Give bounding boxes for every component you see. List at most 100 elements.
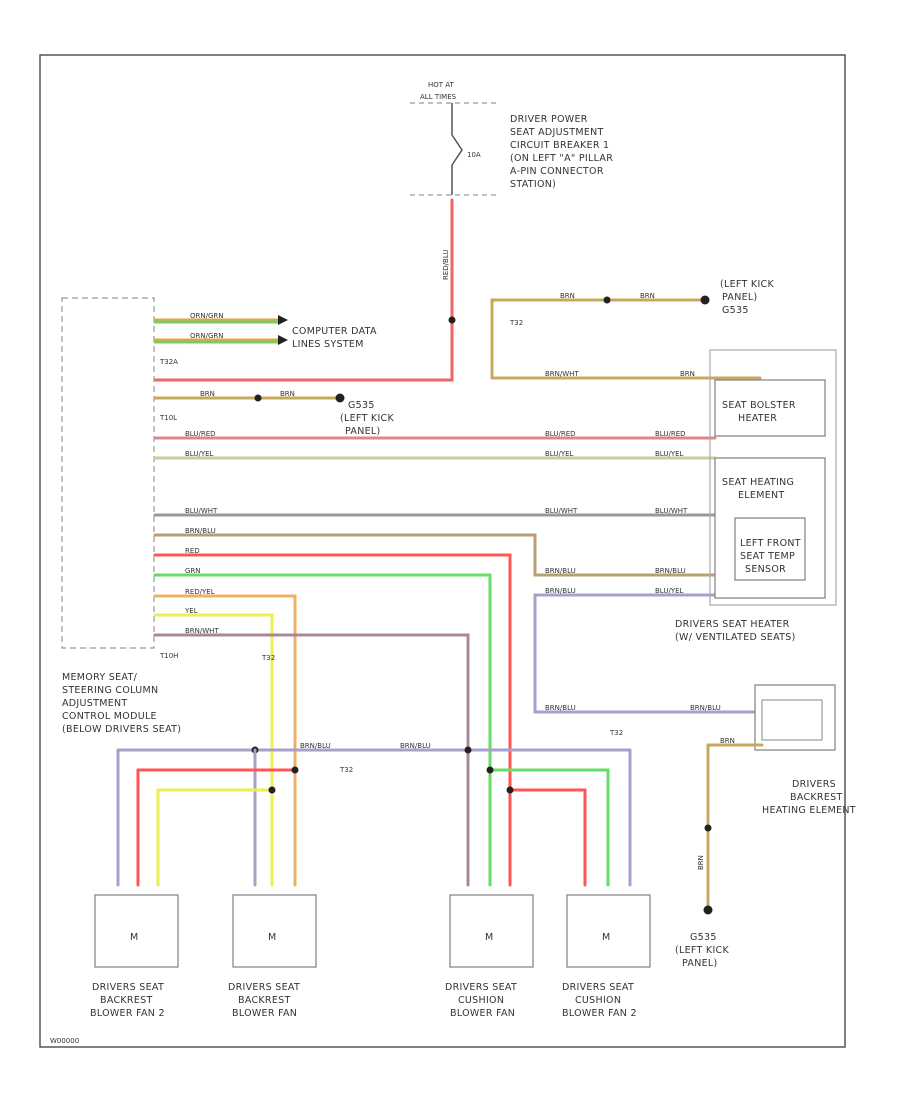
svg-text:ELEMENT: ELEMENT <box>738 490 785 501</box>
svg-text:BLU/WHT: BLU/WHT <box>545 507 578 515</box>
diagram-frame <box>39 54 846 1048</box>
svg-text:BRN: BRN <box>280 390 295 398</box>
svg-text:ORN/GRN: ORN/GRN <box>190 332 224 340</box>
svg-text:HEATING ELEMENT: HEATING ELEMENT <box>762 805 856 816</box>
svg-text:CUSHION: CUSHION <box>575 995 621 1006</box>
svg-text:BLU/RED: BLU/RED <box>655 430 686 438</box>
svg-text:COMPUTER DATA: COMPUTER DATA <box>292 326 377 337</box>
svg-text:DRIVERS SEAT: DRIVERS SEAT <box>445 982 517 993</box>
svg-text:GRN: GRN <box>185 567 201 575</box>
conn-t10h: T10H <box>159 652 178 660</box>
circuit-breaker: 10A <box>451 103 481 195</box>
wire-red-blu <box>153 198 454 382</box>
svg-text:BRN: BRN <box>640 292 655 300</box>
svg-text:(W/ VENTILATED SEATS): (W/ VENTILATED SEATS) <box>675 632 796 643</box>
svg-text:A-PIN CONNECTOR: A-PIN CONNECTOR <box>510 166 604 177</box>
wire-brn-ground-bottom <box>706 743 764 912</box>
svg-text:RED: RED <box>185 547 200 555</box>
svg-text:MEMORY SEAT/: MEMORY SEAT/ <box>62 672 138 683</box>
svg-text:BRN/BLU: BRN/BLU <box>655 567 686 575</box>
svg-text:RED/BLU: RED/BLU <box>442 249 450 280</box>
wire-brn-wht <box>153 633 470 887</box>
wire-grn <box>153 573 492 887</box>
svg-text:PANEL): PANEL) <box>722 292 758 303</box>
svg-text:BRN/BLU: BRN/BLU <box>300 742 331 750</box>
fan-cushion: M DRIVERS SEAT CUSHION BLOWER FAN <box>445 894 534 1019</box>
svg-text:BRN/BLU: BRN/BLU <box>545 704 576 712</box>
svg-text:STATION): STATION) <box>510 179 556 190</box>
ground-left-label: G535 (LEFT KICK PANEL) <box>340 400 394 437</box>
backrest-label: DRIVERS BACKREST HEATING ELEMENT <box>762 779 856 816</box>
svg-text:RED/YEL: RED/YEL <box>185 588 215 596</box>
svg-text:BRN: BRN <box>697 855 705 870</box>
svg-text:BRN: BRN <box>200 390 215 398</box>
wire-red-yel <box>153 594 297 887</box>
svg-text:BLU/RED: BLU/RED <box>545 430 576 438</box>
svg-text:M: M <box>602 932 611 943</box>
svg-text:BRN/BLU: BRN/BLU <box>545 587 576 595</box>
footer-code: W00000 <box>50 1037 79 1045</box>
svg-text:HEATER: HEATER <box>738 413 777 424</box>
svg-text:BRN/WHT: BRN/WHT <box>185 627 219 635</box>
seat-bolster-heater: SEAT BOLSTER HEATER <box>714 379 826 437</box>
svg-text:T32: T32 <box>261 654 275 662</box>
fuse-label: DRIVER POWER SEAT ADJUSTMENT CIRCUIT BRE… <box>510 114 613 190</box>
svg-text:DRIVERS: DRIVERS <box>792 779 836 790</box>
module-label: MEMORY SEAT/ STEERING COLUMN ADJUSTMENT … <box>62 672 181 735</box>
svg-text:BRN/WHT: BRN/WHT <box>545 370 579 378</box>
svg-text:BLU/YEL: BLU/YEL <box>185 450 214 458</box>
svg-text:G535: G535 <box>722 305 749 316</box>
svg-text:SEAT BOLSTER: SEAT BOLSTER <box>722 400 796 411</box>
svg-text:CONTROL MODULE: CONTROL MODULE <box>62 711 157 722</box>
svg-text:PANEL): PANEL) <box>682 958 718 969</box>
svg-text:(LEFT KICK: (LEFT KICK <box>720 279 774 290</box>
ground-bottom-label: G535 (LEFT KICK PANEL) <box>675 932 729 969</box>
svg-text:(LEFT KICK: (LEFT KICK <box>675 945 729 956</box>
wire-red <box>153 553 512 887</box>
svg-text:CIRCUIT BREAKER 1: CIRCUIT BREAKER 1 <box>510 140 609 151</box>
svg-text:YEL: YEL <box>184 607 198 615</box>
svg-text:BRN/BLU: BRN/BLU <box>690 704 721 712</box>
svg-text:(ON LEFT "A" PILLAR: (ON LEFT "A" PILLAR <box>510 153 613 164</box>
computer-data-label: COMPUTER DATA LINES SYSTEM <box>292 326 377 350</box>
svg-text:BLU/YEL: BLU/YEL <box>545 450 574 458</box>
wire-brn-blu <box>153 533 762 577</box>
svg-text:M: M <box>268 932 277 943</box>
svg-text:BLU/WHT: BLU/WHT <box>655 507 688 515</box>
svg-text:BRN/BLU: BRN/BLU <box>400 742 431 750</box>
svg-text:CUSHION: CUSHION <box>458 995 504 1006</box>
svg-text:BRN/BLU: BRN/BLU <box>185 527 216 535</box>
svg-text:DRIVER POWER: DRIVER POWER <box>510 114 588 125</box>
svg-text:BLOWER FAN: BLOWER FAN <box>232 1008 297 1019</box>
svg-text:SEAT HEATING: SEAT HEATING <box>722 477 794 488</box>
svg-text:DRIVERS SEAT: DRIVERS SEAT <box>92 982 164 993</box>
conn-t32a: T32A <box>159 358 178 366</box>
svg-text:BLOWER FAN 2: BLOWER FAN 2 <box>562 1008 637 1019</box>
svg-text:DRIVERS SEAT: DRIVERS SEAT <box>228 982 300 993</box>
svg-text:M: M <box>130 932 139 943</box>
svg-text:BRN/BLU: BRN/BLU <box>545 567 576 575</box>
ground-top-label: (LEFT KICK PANEL) G535 <box>720 279 774 316</box>
all-times-label: ALL TIMES <box>420 93 457 101</box>
control-module <box>61 297 155 649</box>
svg-text:DRIVERS SEAT: DRIVERS SEAT <box>562 982 634 993</box>
svg-text:SEAT ADJUSTMENT: SEAT ADJUSTMENT <box>510 127 604 138</box>
svg-text:BRN: BRN <box>720 737 735 745</box>
svg-text:BACKREST: BACKREST <box>238 995 291 1006</box>
svg-text:SEAT TEMP: SEAT TEMP <box>740 551 795 562</box>
heater-group-label: DRIVERS SEAT HEATER (W/ VENTILATED SEATS… <box>675 619 796 643</box>
backrest-heating-element <box>754 684 836 751</box>
fan-backrest: M DRIVERS SEAT BACKREST BLOWER FAN <box>228 894 317 1019</box>
svg-text:BLU/YEL: BLU/YEL <box>655 587 684 595</box>
svg-text:G535: G535 <box>348 400 375 411</box>
svg-text:ORN/GRN: ORN/GRN <box>190 312 224 320</box>
svg-text:T32: T32 <box>609 729 623 737</box>
svg-text:STEERING COLUMN: STEERING COLUMN <box>62 685 158 696</box>
svg-text:M: M <box>485 932 494 943</box>
wire-brn-ground-top <box>490 298 707 380</box>
fan-cushion-2: M DRIVERS SEAT CUSHION BLOWER FAN 2 <box>562 894 651 1019</box>
svg-text:LINES SYSTEM: LINES SYSTEM <box>292 339 364 350</box>
svg-text:BLOWER FAN 2: BLOWER FAN 2 <box>90 1008 165 1019</box>
svg-text:(BELOW DRIVERS SEAT): (BELOW DRIVERS SEAT) <box>62 724 181 735</box>
